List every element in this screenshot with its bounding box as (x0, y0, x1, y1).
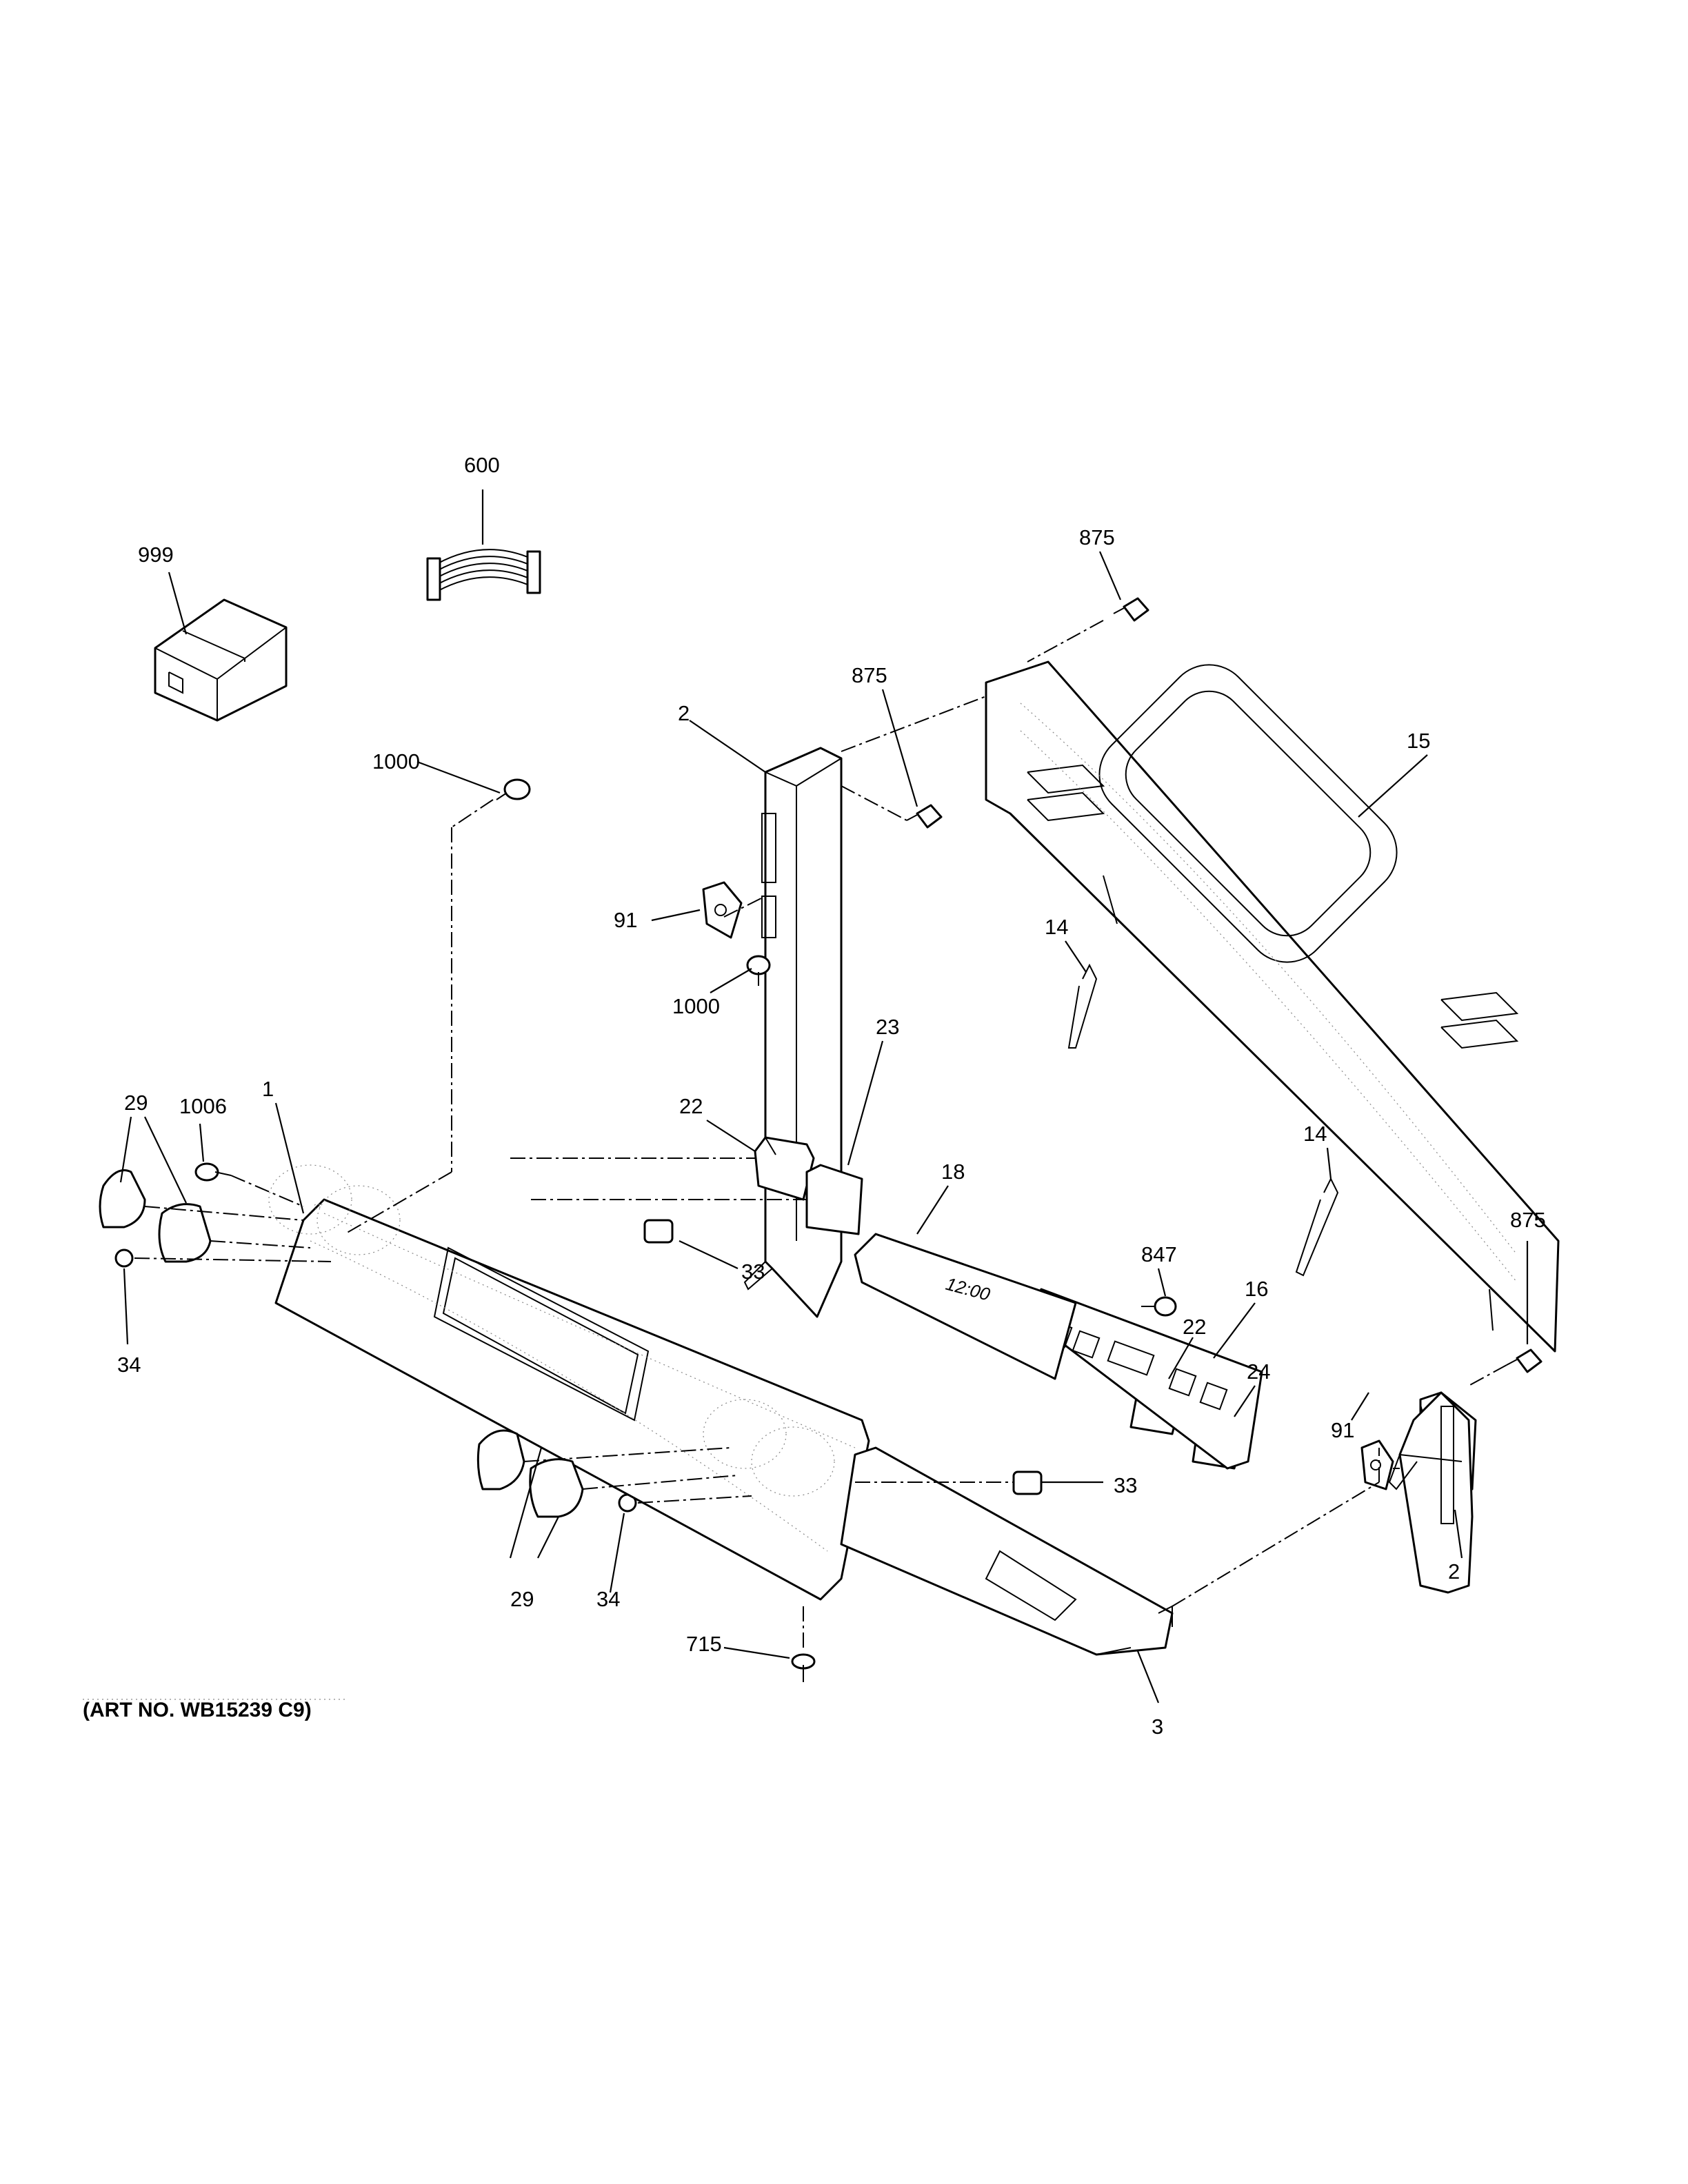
part-22-switch-left (754, 1136, 815, 1201)
part-29-knob-upper-1 (99, 1169, 146, 1228)
callout-29-top: 29 (124, 1091, 148, 1115)
callout-91-left: 91 (614, 908, 637, 932)
part-91-right-clip (1360, 1439, 1394, 1490)
callout-847: 847 (1141, 1242, 1177, 1266)
callout-2-right: 2 (1448, 1559, 1460, 1584)
part-875-screw-mid (906, 804, 943, 829)
callout-2-left: 2 (678, 701, 690, 725)
part-33-lamp-right (1012, 1470, 1043, 1495)
callout-1000-mid: 1000 (672, 994, 720, 1018)
callout-14-left: 14 (1045, 915, 1068, 939)
callout-875-mid: 875 (852, 663, 887, 687)
art-number: (ART NO. WB15239 C9) (83, 1699, 312, 1721)
callout-22-right: 22 (1183, 1315, 1206, 1339)
part-91-left-clip (702, 881, 743, 939)
callout-29-bottom: 29 (510, 1587, 534, 1611)
callout-15: 15 (1407, 729, 1430, 753)
part-1000-screw-top (496, 778, 531, 800)
callout-34-bottom: 34 (596, 1587, 620, 1611)
part-14-bracket-left (1067, 963, 1098, 1049)
part-23-switch (805, 1164, 863, 1235)
part-715-screw (791, 1653, 816, 1682)
callout-34-left: 34 (117, 1353, 141, 1377)
callout-1006: 1006 (179, 1094, 227, 1118)
part-600-wire-harness (426, 549, 541, 601)
part-15-rear-panel (985, 660, 1560, 1353)
callout-91-right: 91 (1331, 1418, 1354, 1442)
callout-1: 1 (262, 1077, 274, 1101)
callout-24: 24 (1247, 1359, 1270, 1384)
leader-lines (119, 489, 1529, 1703)
callout-labels: 999 600 875 875 875 2 2 15 1000 1000 91 … (117, 453, 1546, 1739)
callout-600: 600 (464, 453, 500, 477)
part-875-screw-right (1506, 1348, 1543, 1373)
part-875-screw-top (1113, 597, 1149, 622)
callout-875-right: 875 (1510, 1208, 1546, 1232)
callout-1000-top: 1000 (372, 749, 420, 774)
part-29-knob-lower-2 (529, 1458, 584, 1518)
callout-23: 23 (876, 1015, 899, 1039)
part-2-left-side-bracket (743, 747, 843, 1318)
part-1006-screw (194, 1162, 232, 1182)
part-2-right-side-bracket (1388, 1391, 1477, 1594)
part-34-nut-left (114, 1248, 134, 1268)
callout-715: 715 (686, 1632, 722, 1656)
part-847-screw (1141, 1296, 1177, 1317)
callout-33-right: 33 (1114, 1473, 1137, 1497)
callout-999: 999 (138, 543, 174, 567)
callout-16: 16 (1245, 1277, 1268, 1301)
callout-18: 18 (941, 1160, 965, 1184)
part-29-knob-upper-2 (158, 1203, 212, 1263)
callout-33-left: 33 (741, 1260, 765, 1284)
callout-3: 3 (1152, 1715, 1163, 1739)
alignment-lines (134, 620, 1507, 1651)
part-3-trim (840, 1446, 1174, 1656)
callout-875-top: 875 (1079, 525, 1115, 549)
callout-14-right: 14 (1303, 1122, 1327, 1146)
part-999-box (154, 598, 288, 722)
part-33-lamp-left (643, 1219, 674, 1244)
part-18-touch-overlay: 12:00 (854, 1233, 1077, 1380)
part-29-knob-lower-1 (476, 1429, 525, 1490)
part-14-bracket-right (1295, 1177, 1339, 1277)
part-1000-screw-mid (746, 955, 771, 986)
callout-22-left: 22 (679, 1094, 703, 1118)
